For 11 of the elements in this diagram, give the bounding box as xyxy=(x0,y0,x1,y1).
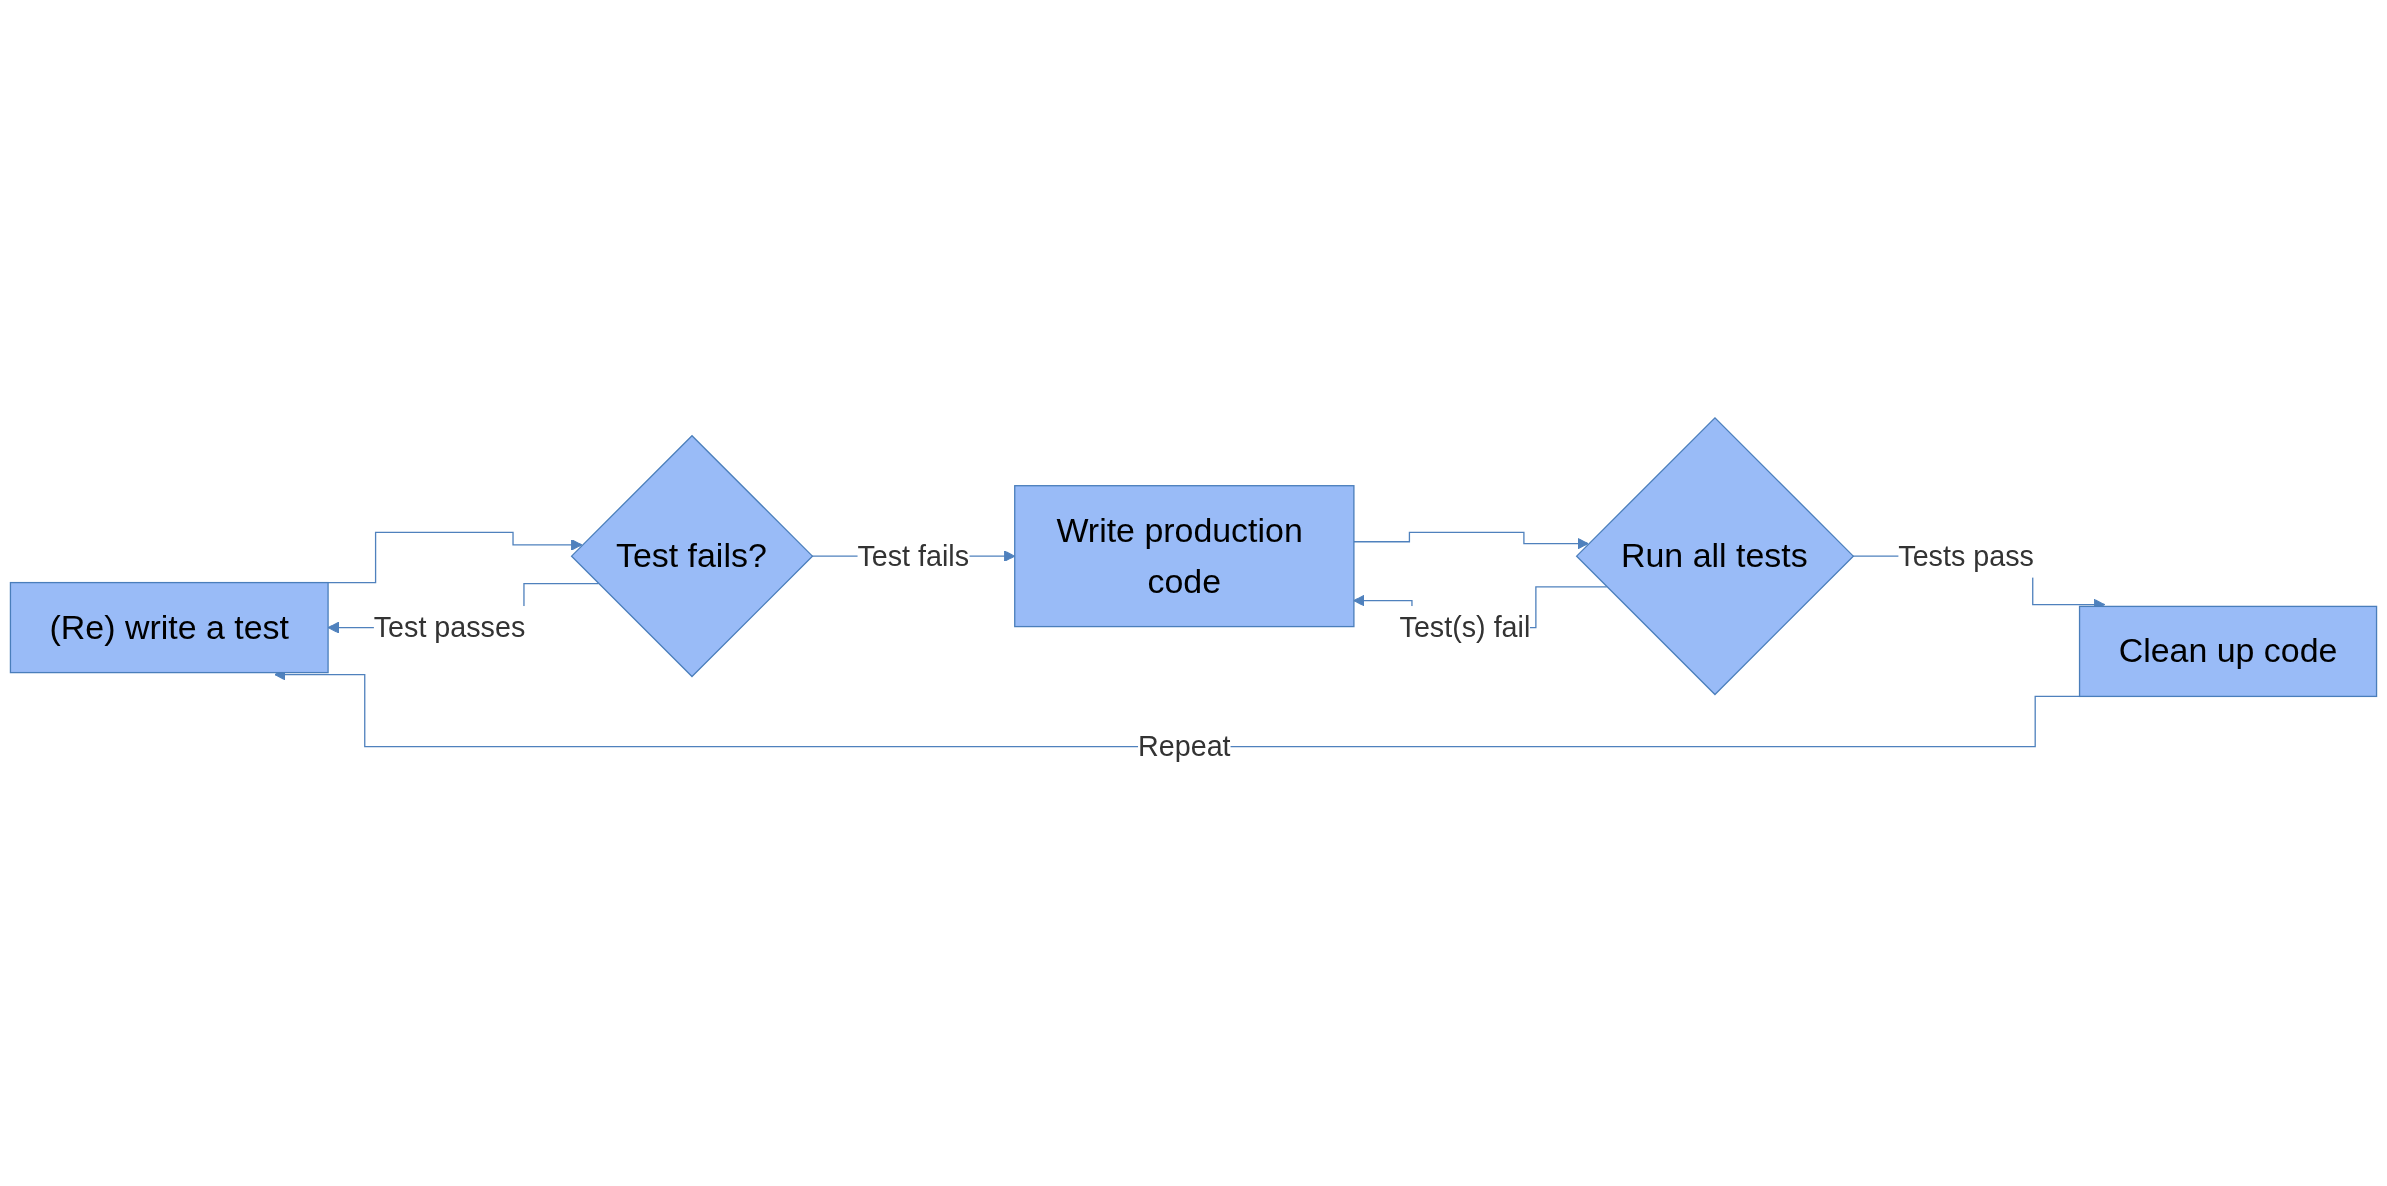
edge-label: Test(s) fail xyxy=(1399,611,1531,644)
node-diamond: Test fails? xyxy=(570,434,814,678)
edge-label: Test passes xyxy=(373,611,526,644)
edge-label: Test fails xyxy=(857,539,970,573)
node-box: (Re) write a test xyxy=(9,581,329,674)
node-diamond: Run all tests xyxy=(1575,416,1855,696)
node-box: Write production code xyxy=(1014,485,1355,628)
edge-label: Repeat xyxy=(1138,730,1231,763)
edge-label: Tests pass xyxy=(1898,539,2034,573)
node-box: Clean up code xyxy=(2078,605,2378,698)
arrow xyxy=(1353,531,1589,550)
